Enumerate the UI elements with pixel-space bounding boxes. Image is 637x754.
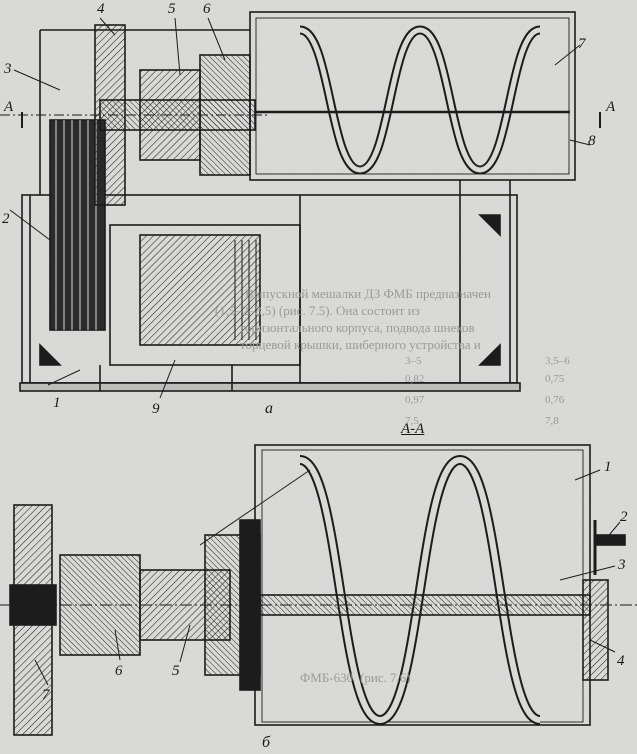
callout-7-b: 7 (42, 687, 50, 703)
callout-5-a: 5 (168, 1, 176, 17)
figure-b-drawing (0, 444, 637, 736)
callout-2-b: 2 (620, 509, 628, 525)
callout-4-b: 4 (617, 653, 625, 669)
base-plate (19, 382, 521, 392)
callout-6-a: 6 (203, 1, 211, 17)
section-marker-left: А (4, 99, 14, 115)
show-through-cell: 0,76 (545, 394, 565, 406)
callout-1-b: 1 (604, 459, 612, 475)
show-through-cell: 3,5–6 (545, 355, 570, 367)
figure-b-caption: б (262, 734, 271, 751)
callout-1-a: 1 (53, 395, 61, 411)
callout-8-a: 8 (588, 133, 596, 149)
show-through-cell: 3–5 (405, 355, 422, 367)
show-through-line-2: (1,5–2–3,5) (рис. 7.5). Она состоит из (215, 303, 420, 318)
show-through-cell: 7,5 (405, 415, 419, 427)
show-through-cell: 0,97 (405, 394, 425, 406)
show-through-bottom-2: ФМБ-630 (300, 670, 354, 685)
callout-9-a: 9 (152, 401, 160, 417)
show-through-bottom: (рис. 7.6) (360, 670, 411, 685)
callout-7-a: 7 (578, 36, 586, 52)
show-through-cell: 0,75 (545, 373, 565, 385)
figure-a-caption: а (265, 400, 273, 417)
bearing-housing-left (59, 554, 141, 656)
show-through-cell: 0,82 (405, 373, 425, 385)
callout-5-b: 5 (172, 663, 180, 679)
show-through-cell: 7,8 (545, 415, 559, 427)
callout-6-b: 6 (115, 663, 123, 679)
section-marker-right: А (606, 99, 616, 115)
callout-3-a: 3 (4, 61, 12, 77)
callout-4-a: 4 (97, 1, 105, 17)
callout-2-a: 2 (2, 211, 10, 227)
show-through-line-3: горизонтального корпуса, подвода шнеков (240, 320, 475, 335)
end-cover (582, 579, 609, 681)
show-through-line-4: торцевой крышки, шиберного устройства и (240, 337, 481, 352)
section-title-a-a: А-А (401, 421, 425, 437)
figure-a-drawing (0, 11, 601, 399)
show-through-line-1: Выпускной мешалки ДЗ ФМБ предназначен (245, 286, 492, 301)
callout-3-b: 3 (618, 557, 626, 573)
shaft-section (259, 594, 591, 616)
